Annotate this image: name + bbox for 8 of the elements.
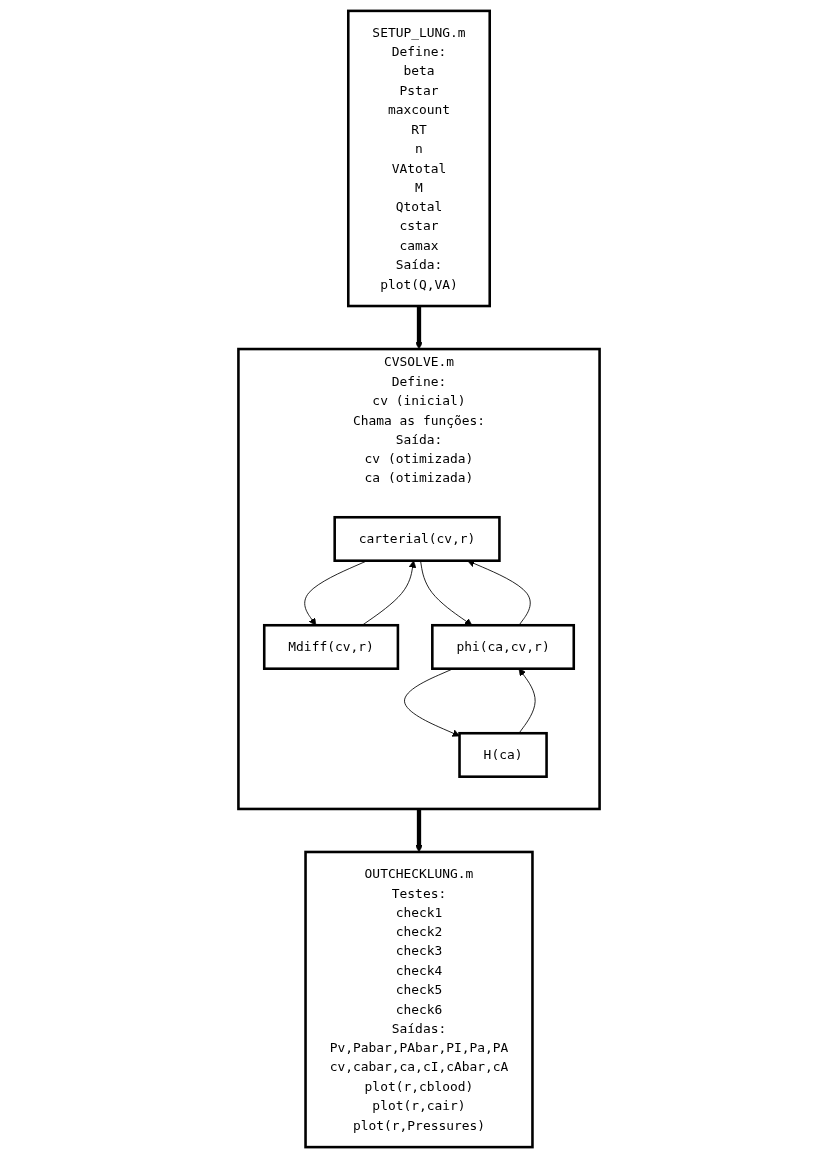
node-box: Mdiff(cv,r) xyxy=(262,623,400,670)
arrow xyxy=(415,305,423,349)
node-box: SETUP_LUNG.m Define: beta Pstar maxcount RT n VAtotal M Qtotal cstar camax Saída: plot(Q,VA) xyxy=(347,9,491,307)
arrow xyxy=(415,808,423,852)
node-box: H(ca) xyxy=(458,731,548,778)
node-box: carterial(cv,r) xyxy=(333,515,501,562)
node-box: OUTCHECKLUNG.m Testes: check1 check2 check3 check4 check5 check6 Saídas: Pv,Pabar,PAbar,PI,Pa,PA cv,cabar,ca,cI,cAbar,cA plot(r,cblood) plot(r,cair) plot(r,Pressures) xyxy=(304,850,534,1148)
node-box: phi(ca,cv,r) xyxy=(431,623,576,670)
